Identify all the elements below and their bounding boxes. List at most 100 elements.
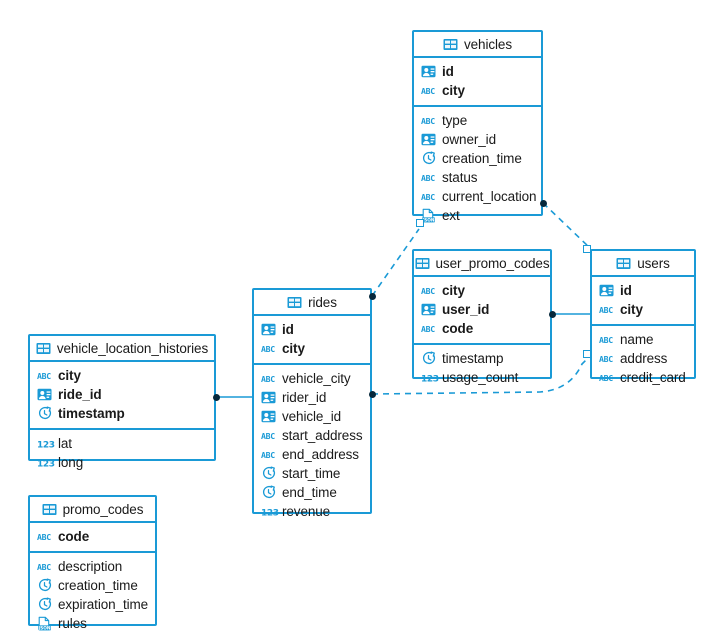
svg-text:123: 123 [421, 374, 439, 384]
entity-header-vehicles[interactable]: vehicles [414, 32, 541, 58]
attribute-row[interactable]: ABC city [414, 281, 550, 300]
attribute-row[interactable]: id [254, 320, 370, 339]
entity-header-vehicle_location_histories[interactable]: vehicle_location_histories [30, 336, 214, 362]
abc-string-icon: ABC [261, 428, 276, 443]
entity-header-users[interactable]: users [592, 251, 694, 277]
table-icon [616, 256, 631, 271]
attribute-row[interactable]: user_id [414, 300, 550, 319]
clock-icon [421, 151, 436, 166]
attribute-label: expiration_time [58, 597, 149, 612]
uuid-card-icon [421, 64, 436, 79]
attribute-row[interactable]: id [592, 281, 694, 300]
svg-text:ABC: ABC [599, 305, 613, 315]
abc-string-icon: ABC [599, 332, 614, 347]
entity-header-rides[interactable]: rides [254, 290, 370, 316]
entity-title: user_promo_codes [435, 255, 550, 271]
attribute-label: name [620, 332, 654, 347]
relationship-endpoint-dot-vehicles-to-users [539, 199, 547, 207]
entity-header-promo_codes[interactable]: promo_codes [30, 497, 155, 523]
clock-icon [421, 351, 436, 366]
attribute-row[interactable]: end_time [254, 483, 370, 502]
entity-title: vehicle_location_histories [56, 340, 209, 356]
uuid-card-icon [261, 390, 276, 405]
attribute-row[interactable]: ABC city [30, 366, 214, 385]
svg-text:123: 123 [261, 508, 279, 518]
attribute-row[interactable]: timestamp [414, 349, 550, 368]
attribute-label: end_address [282, 447, 359, 462]
123-number-icon: 123 [37, 436, 55, 451]
table-icon [36, 341, 51, 356]
attribute-label: creation_time [442, 151, 522, 166]
attribute-label: id [442, 64, 454, 79]
attribute-label: rider_id [282, 390, 327, 405]
attribute-label: user_id [442, 302, 490, 317]
attribute-label: code [442, 321, 474, 336]
attribute-label: start_time [282, 466, 341, 481]
abc-string-icon: ABC [599, 351, 614, 366]
attribute-label: end_time [282, 485, 337, 500]
attribute-label: city [58, 368, 81, 383]
svg-text:ABC: ABC [599, 335, 613, 345]
attribute-row[interactable]: id [414, 62, 541, 81]
attribute-row[interactable]: vehicle_id [254, 407, 370, 426]
attribute-row[interactable]: creation_time [30, 576, 155, 595]
attribute-label: revenue [282, 504, 331, 519]
attribute-row[interactable]: expiration_time [30, 595, 155, 614]
attribute-label: city [442, 283, 465, 298]
123-number-icon: 123 [37, 455, 55, 470]
svg-text:ABC: ABC [599, 354, 613, 364]
svg-text:ABC: ABC [261, 374, 275, 384]
uuid-card-icon [421, 132, 436, 147]
relationship-endpoint-dot-vehicle-location-histories-to-rides [212, 393, 220, 401]
table-icon [415, 256, 430, 271]
abc-string-icon: ABC [37, 368, 52, 383]
abc-string-icon: ABC [261, 371, 276, 386]
attribute-row[interactable]: ABC type [414, 111, 541, 130]
attribute-row[interactable]: ABC name [592, 330, 694, 349]
svg-text:ABC: ABC [599, 373, 613, 383]
attribute-row[interactable]: timestamp [30, 404, 214, 423]
abc-string-icon: ABC [421, 113, 436, 128]
entity-header-user_promo_codes[interactable]: user_promo_codes [414, 251, 550, 277]
attribute-row[interactable]: owner_id [414, 130, 541, 149]
uuid-card-icon [599, 283, 614, 298]
attribute-row[interactable]: creation_time [414, 149, 541, 168]
attribute-label: type [442, 113, 468, 128]
attribute-label: usage_count [442, 370, 519, 385]
attribute-row[interactable]: start_time [254, 464, 370, 483]
attribute-row[interactable]: ride_id [30, 385, 214, 404]
relationship-endpoint-square-rides-to-users [583, 350, 591, 358]
attribute-row[interactable]: rider_id [254, 388, 370, 407]
abc-string-icon: ABC [421, 283, 436, 298]
relationship-vehicles-to-users[interactable] [542, 202, 591, 249]
json-file-icon: JSON [37, 616, 52, 631]
